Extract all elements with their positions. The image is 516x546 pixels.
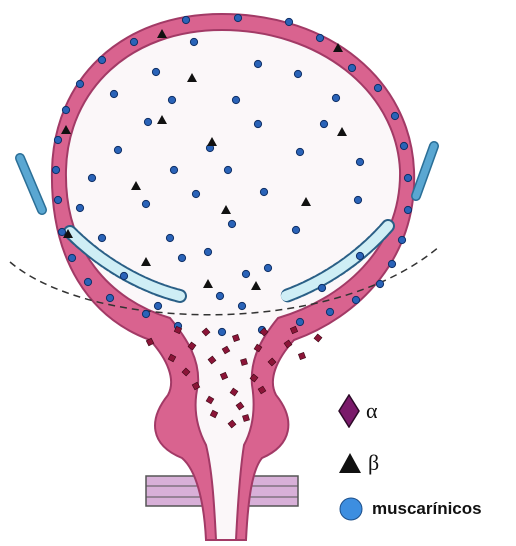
muscarinic-receptor-dot [154, 302, 161, 309]
legend-muscarinic: muscarínicos [338, 496, 482, 522]
muscarinic-receptor-dot [254, 120, 261, 127]
muscarinic-receptor-dot [260, 188, 267, 195]
muscarinic-receptor-dot [352, 296, 359, 303]
muscarinic-receptor-dot [54, 136, 61, 143]
muscarinic-receptor-dot [218, 328, 225, 335]
muscarinic-receptor-dot [130, 38, 137, 45]
muscarinic-receptor-dot [204, 248, 211, 255]
muscarinic-receptor-dot [58, 228, 65, 235]
muscarinic-receptor-dot [168, 96, 175, 103]
muscarinic-receptor-dot [332, 94, 339, 101]
legend-beta-label: β [368, 450, 379, 476]
legend-beta: β [338, 450, 379, 476]
triangle-icon [338, 451, 362, 475]
muscarinic-receptor-dot [120, 272, 127, 279]
muscarinic-receptor-dot [152, 68, 159, 75]
muscarinic-receptor-dot [54, 196, 61, 203]
muscarinic-receptor-dot [88, 174, 95, 181]
muscarinic-receptor-dot [84, 278, 91, 285]
muscarinic-receptor-dot [374, 84, 381, 91]
muscarinic-receptor-dot [62, 106, 69, 113]
muscarinic-receptor-dot [170, 166, 177, 173]
muscarinic-receptor-dot [76, 80, 83, 87]
muscarinic-receptor-dot [98, 234, 105, 241]
muscarinic-receptor-dot [190, 38, 197, 45]
muscarinic-receptor-dot [356, 252, 363, 259]
muscarinic-receptor-dot [98, 56, 105, 63]
diamond-icon [338, 394, 360, 428]
muscarinic-receptor-dot [238, 302, 245, 309]
muscarinic-receptor-dot [142, 200, 149, 207]
muscarinic-receptor-dot [356, 158, 363, 165]
muscarinic-receptor-dot [391, 112, 398, 119]
muscarinic-receptor-dot [68, 254, 75, 261]
muscarinic-receptor-dot [166, 234, 173, 241]
muscarinic-receptor-dot [114, 146, 121, 153]
muscarinic-receptor-dot [234, 14, 241, 21]
muscarinic-receptor-dot [354, 196, 361, 203]
muscarinic-receptor-dot [192, 190, 199, 197]
legend-alpha-label: α [366, 398, 378, 424]
muscarinic-receptor-dot [404, 174, 411, 181]
muscarinic-receptor-dot [400, 142, 407, 149]
muscarinic-receptor-dot [254, 60, 261, 67]
muscarinic-receptor-dot [404, 206, 411, 213]
muscarinic-receptor-dot [76, 204, 83, 211]
legend-alpha: α [338, 394, 378, 428]
muscarinic-receptor-dot [320, 120, 327, 127]
muscarinic-receptor-dot [292, 226, 299, 233]
muscarinic-receptor-dot [228, 220, 235, 227]
muscarinic-receptor-dot [296, 318, 303, 325]
muscarinic-receptor-dot [106, 294, 113, 301]
muscarinic-receptor-dot [318, 284, 325, 291]
muscarinic-receptor-dot [224, 166, 231, 173]
alpha-receptor-diamond [297, 351, 308, 362]
muscarinic-receptor-dot [348, 64, 355, 71]
muscarinic-receptor-dot [326, 308, 333, 315]
muscarinic-receptor-dot [285, 18, 292, 25]
muscarinic-receptor-dot [264, 264, 271, 271]
muscarinic-receptor-dot [232, 96, 239, 103]
muscarinic-receptor-dot [52, 166, 59, 173]
muscarinic-receptor-dot [144, 118, 151, 125]
muscarinic-receptor-dot [216, 292, 223, 299]
muscarinic-receptor-dot [294, 70, 301, 77]
muscarinic-receptor-dot [376, 280, 383, 287]
alpha-receptor-diamond [314, 334, 323, 343]
muscarinic-receptor-dot [182, 16, 189, 23]
muscarinic-receptor-dot [398, 236, 405, 243]
muscarinic-receptor-dot [142, 310, 149, 317]
muscarinic-receptor-dot [110, 90, 117, 97]
muscarinic-receptor-dot [388, 260, 395, 267]
muscarinic-receptor-dot [296, 148, 303, 155]
legend-muscarinic-label: muscarínicos [372, 499, 482, 519]
muscarinic-receptor-dot [242, 270, 249, 277]
muscarinic-receptor-dot [316, 34, 323, 41]
circle-icon [338, 496, 364, 522]
muscarinic-receptor-dot [178, 254, 185, 261]
